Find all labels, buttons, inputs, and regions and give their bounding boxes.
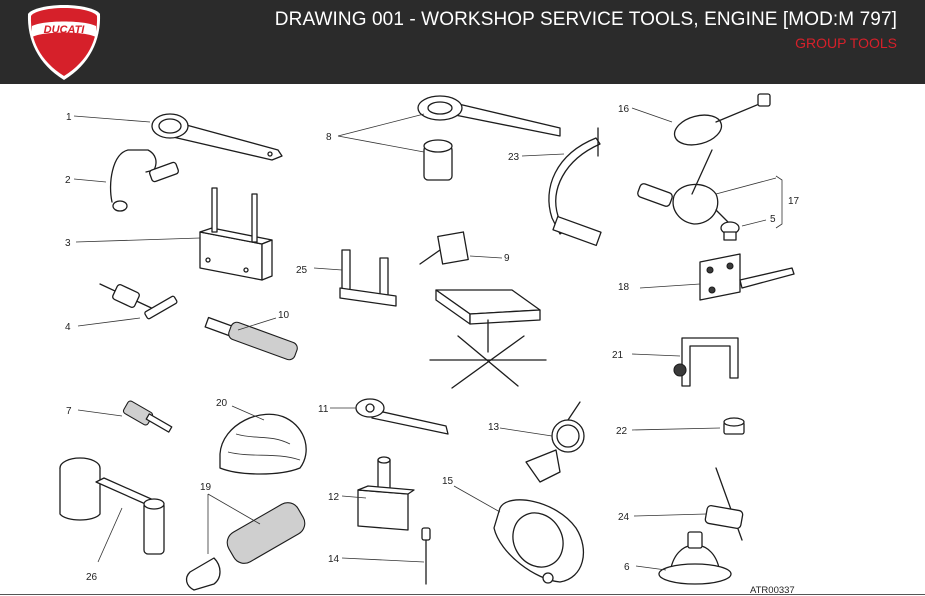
callout-23: 23	[508, 152, 520, 163]
callout-12: 12	[328, 492, 340, 503]
tool-7-knurled-pin[interactable]	[122, 400, 173, 433]
callout-19: 19	[200, 482, 212, 493]
callout-13: 13	[488, 422, 500, 433]
tool-22-nut[interactable]	[723, 417, 745, 435]
tool-8-spanner-socket[interactable]	[417, 95, 561, 181]
tool-15-ring-gear-holder[interactable]	[493, 499, 585, 584]
svg-text:DUCATI: DUCATI	[44, 24, 86, 36]
callout-1: 1	[66, 112, 72, 123]
tool-12-puller-block[interactable]	[357, 456, 415, 531]
tool-5-stud[interactable]	[720, 221, 740, 241]
callout-26: 26	[86, 572, 98, 583]
tool-2-hook-puller[interactable]	[109, 149, 180, 212]
tool-24-bolt-holder[interactable]	[704, 467, 744, 541]
callout-16: 16	[618, 104, 630, 115]
tool-9-engine-stand[interactable]	[419, 231, 547, 389]
tool-14-pin[interactable]	[421, 527, 431, 585]
callout-8: 8	[326, 132, 332, 143]
callout-24: 24	[618, 512, 630, 523]
tools-diagram: 1 2 3 4 7 26	[59, 93, 800, 596]
callout-15: 15	[442, 476, 454, 487]
tool-20-protective-cover[interactable]	[219, 413, 307, 475]
callout-21: 21	[612, 350, 624, 361]
page-subtitle: GROUP TOOLS	[795, 35, 897, 51]
callout-14: 14	[328, 554, 340, 565]
tool-3-fixture-plate[interactable]	[199, 187, 273, 281]
callout-17: 17	[788, 196, 800, 207]
tool-25-bracket[interactable]	[339, 249, 397, 307]
tool-11-flange-wrench[interactable]	[355, 398, 449, 435]
drawing-reference: ATR00337	[750, 585, 795, 596]
bottom-divider	[0, 594, 925, 595]
tool-13-dial-gauge[interactable]	[525, 401, 585, 483]
callout-25: 25	[296, 265, 308, 276]
tool-18-cam-holder[interactable]	[699, 253, 795, 301]
callout-2: 2	[65, 175, 71, 186]
tool-21-angle-bracket[interactable]	[673, 337, 739, 387]
tool-26-crankcase-handle[interactable]	[59, 457, 165, 555]
tool-17-adjuster[interactable]	[637, 149, 731, 225]
tool-1-ring-wrench[interactable]	[151, 113, 283, 161]
page-title: DRAWING 001 - WORKSHOP SERVICE TOOLS, EN…	[274, 9, 897, 30]
callout-3: 3	[65, 238, 71, 249]
tool-10-knurled-handle[interactable]	[204, 316, 299, 362]
callout-7: 7	[66, 406, 72, 417]
callout-10: 10	[278, 310, 290, 321]
callout-18: 18	[618, 282, 630, 293]
tool-16-strap-wrench[interactable]	[671, 93, 771, 150]
callout-4: 4	[65, 322, 71, 333]
callout-22: 22	[616, 426, 628, 437]
tool-6-bell-puller[interactable]	[658, 531, 732, 585]
callout-9: 9	[504, 253, 510, 264]
header-bar: DUCATI DRAWING 001 - WORKSHOP SERVICE TO…	[0, 0, 925, 84]
tool-23-curved-arm[interactable]	[548, 127, 602, 247]
tool-4-t-handle-puller[interactable]	[99, 283, 178, 320]
callout-6: 6	[624, 562, 630, 573]
callout-20: 20	[216, 398, 228, 409]
tool-19-knurled-sleeve[interactable]	[185, 498, 310, 591]
ducati-logo: DUCATI	[27, 5, 101, 80]
callout-5: 5	[770, 214, 776, 225]
callout-11: 11	[318, 404, 329, 415]
